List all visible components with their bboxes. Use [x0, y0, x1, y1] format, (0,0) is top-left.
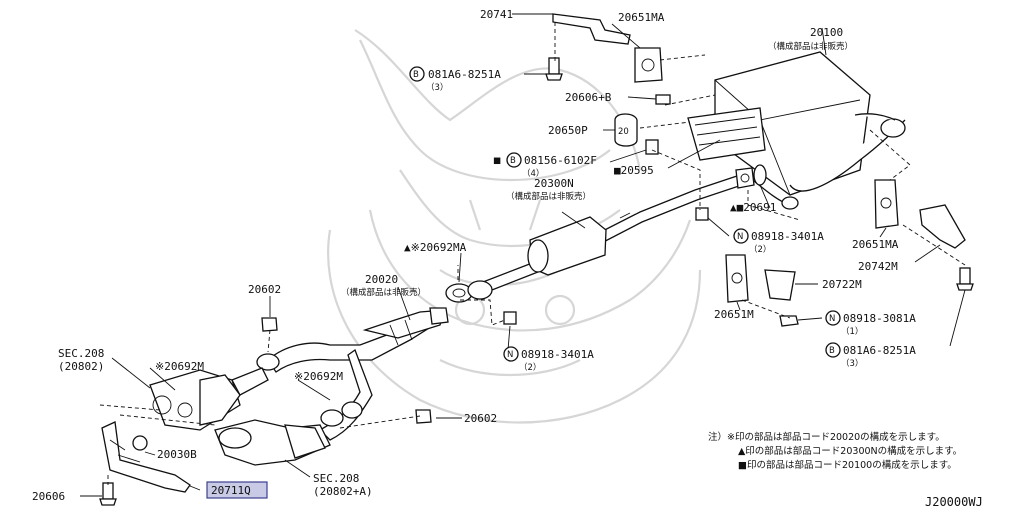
footnote-2: ▲印の部品は部品コード20300Nの構成を示します。 [738, 445, 962, 457]
gasket-20692M-upper[interactable] [256, 353, 280, 371]
footnotes: 注）※印の部品は部品コード20020の構成を示します。 ▲印の部品は部品コード2… [708, 431, 962, 471]
label-20742M[interactable]: 20742M [858, 260, 898, 273]
gasket-20691[interactable] [753, 164, 767, 186]
label-20722M[interactable]: 20722M [822, 278, 862, 291]
assembly-dashed-lines [99, 22, 966, 485]
label-20300N-note: （構成部品は非販売） [506, 191, 591, 202]
hanger-rubber-20650P[interactable]: 20 [614, 113, 638, 147]
highlight-20711Q [206, 481, 268, 499]
label-sec208-upper-ref: (20802) [58, 360, 104, 373]
nut-08918-3401A-center-part[interactable] [503, 311, 517, 325]
mount-rubber-20651M[interactable] [725, 254, 749, 303]
nut-08918-3401A-rear-part[interactable] [695, 207, 709, 221]
label-08918-3401A-rear[interactable]: 08918-3401A [751, 230, 824, 243]
label-081A6-8251A-top[interactable]: 081A6-8251A [428, 68, 501, 81]
label-sec208-lower-ref: (20802+A) [313, 485, 373, 498]
label-20741[interactable]: 20741 [480, 8, 513, 21]
brace-20711Q[interactable] [101, 421, 191, 493]
nut-20602-lower-part[interactable] [415, 409, 432, 424]
label-20595[interactable]: ■20595 [614, 164, 654, 177]
part-labels: 20741 20651MA 20100 （構成部品は非販売） B 081A6-8… [32, 8, 916, 503]
label-20602-lower[interactable]: 20602 [464, 412, 497, 425]
bolt-mark-icon [409, 66, 425, 82]
footnote-1: 注）※印の部品は部品コード20020の構成を示します。 [708, 431, 945, 443]
label-08918-3401A-center-qty: （2） [519, 362, 541, 373]
front-tube-20020[interactable] [267, 307, 449, 441]
label-20692M-lower[interactable]: ※20692M [294, 370, 343, 383]
label-08156-6102F-qty: （4） [522, 168, 544, 179]
label-20300N[interactable]: 20300N [534, 177, 574, 190]
label-20692M-upper[interactable]: ※20692M [155, 360, 204, 373]
label-20100-note: （構成部品は非販売） [768, 41, 853, 52]
label-081A6-8251A-bottom[interactable]: 081A6-8251A [843, 344, 916, 357]
label-sec208-upper[interactable]: SEC.208 [58, 347, 104, 360]
mount-rubber-20651MA-top[interactable] [634, 47, 663, 83]
svg-text:B: B [829, 346, 835, 356]
bolt-mark-icon [825, 342, 841, 358]
bolt-081A6-top-part[interactable] [545, 57, 563, 81]
svg-text:N: N [737, 232, 743, 242]
square-mark-icon: ■ [493, 156, 501, 166]
mount-rubber-20651MA-right[interactable] [874, 179, 899, 229]
catalytic-converter-20802[interactable] [149, 367, 269, 431]
label-sec208-lower[interactable]: SEC.208 [313, 472, 359, 485]
flange-center-front[interactable] [467, 280, 493, 300]
label-20711Q[interactable]: 20711Q [211, 484, 251, 497]
nut-08918-3081A-part[interactable] [779, 315, 799, 327]
bolt-20606B-part[interactable] [655, 94, 671, 105]
bolt-081A6-bottom-part[interactable] [956, 267, 974, 291]
label-081A6-8251A-top-qty: （3） [426, 82, 448, 93]
gasket-20692M-lower[interactable] [320, 401, 363, 427]
bolt-mark-icon [506, 152, 522, 168]
label-08918-3401A-center[interactable]: 08918-3401A [521, 348, 594, 361]
label-08918-3081A[interactable]: 08918-3081A [843, 312, 916, 325]
label-20100[interactable]: 20100 [810, 26, 843, 39]
label-20606B[interactable]: 20606+B [565, 91, 612, 104]
label-20651MA-top[interactable]: 20651MA [618, 11, 665, 24]
label-08918-3081A-qty: （1） [841, 326, 863, 337]
diagram-code: J20000WJ [925, 495, 983, 509]
bracket-20722M[interactable] [764, 269, 796, 301]
bolt-08156-part[interactable] [645, 139, 659, 155]
catalytic-converter-20802A[interactable] [214, 419, 331, 466]
label-20692MA[interactable]: ▲※20692MA [404, 241, 467, 254]
label-081A6-8251A-bottom-qty: （3） [841, 358, 863, 369]
bracket-20741[interactable] [552, 13, 631, 45]
muffler-heat-shield-20595[interactable] [687, 107, 766, 161]
label-08918-3401A-rear-qty: （2） [749, 244, 771, 255]
svg-text:20: 20 [618, 127, 629, 137]
footnote-3: ■印の部品は部品コード20100の構成を示します。 [738, 459, 957, 471]
svg-text:N: N [829, 314, 835, 324]
label-20020[interactable]: 20020 [365, 273, 398, 286]
svg-text:B: B [510, 156, 516, 166]
label-20030B[interactable]: 20030B [157, 448, 197, 461]
label-20651MA-right[interactable]: 20651MA [852, 238, 899, 251]
label-20651M[interactable]: 20651M [714, 308, 754, 321]
leader-lines [80, 13, 966, 497]
label-20650P[interactable]: 20650P [548, 124, 588, 137]
watermark-crest [327, 29, 702, 424]
label-20602-upper[interactable]: 20602 [248, 283, 281, 296]
bolt-20606-part[interactable] [99, 482, 117, 506]
nut-20602-upper-part[interactable] [261, 317, 278, 332]
nut-mark-icon [825, 310, 841, 326]
label-20606[interactable]: 20606 [32, 490, 65, 503]
nut-mark-icon [733, 228, 749, 244]
nut-mark-icon [503, 346, 519, 362]
flange-center-rear[interactable] [735, 167, 755, 189]
label-20020-note: （構成部品は非販売） [341, 287, 426, 298]
svg-text:B: B [413, 70, 419, 80]
svg-text:N: N [507, 350, 513, 360]
bracket-20742M[interactable] [919, 204, 966, 249]
label-08156-6102F[interactable]: 08156-6102F [524, 154, 597, 167]
nut-20030B-part[interactable] [132, 435, 148, 451]
label-20691[interactable]: ▲■20691 [730, 201, 776, 214]
